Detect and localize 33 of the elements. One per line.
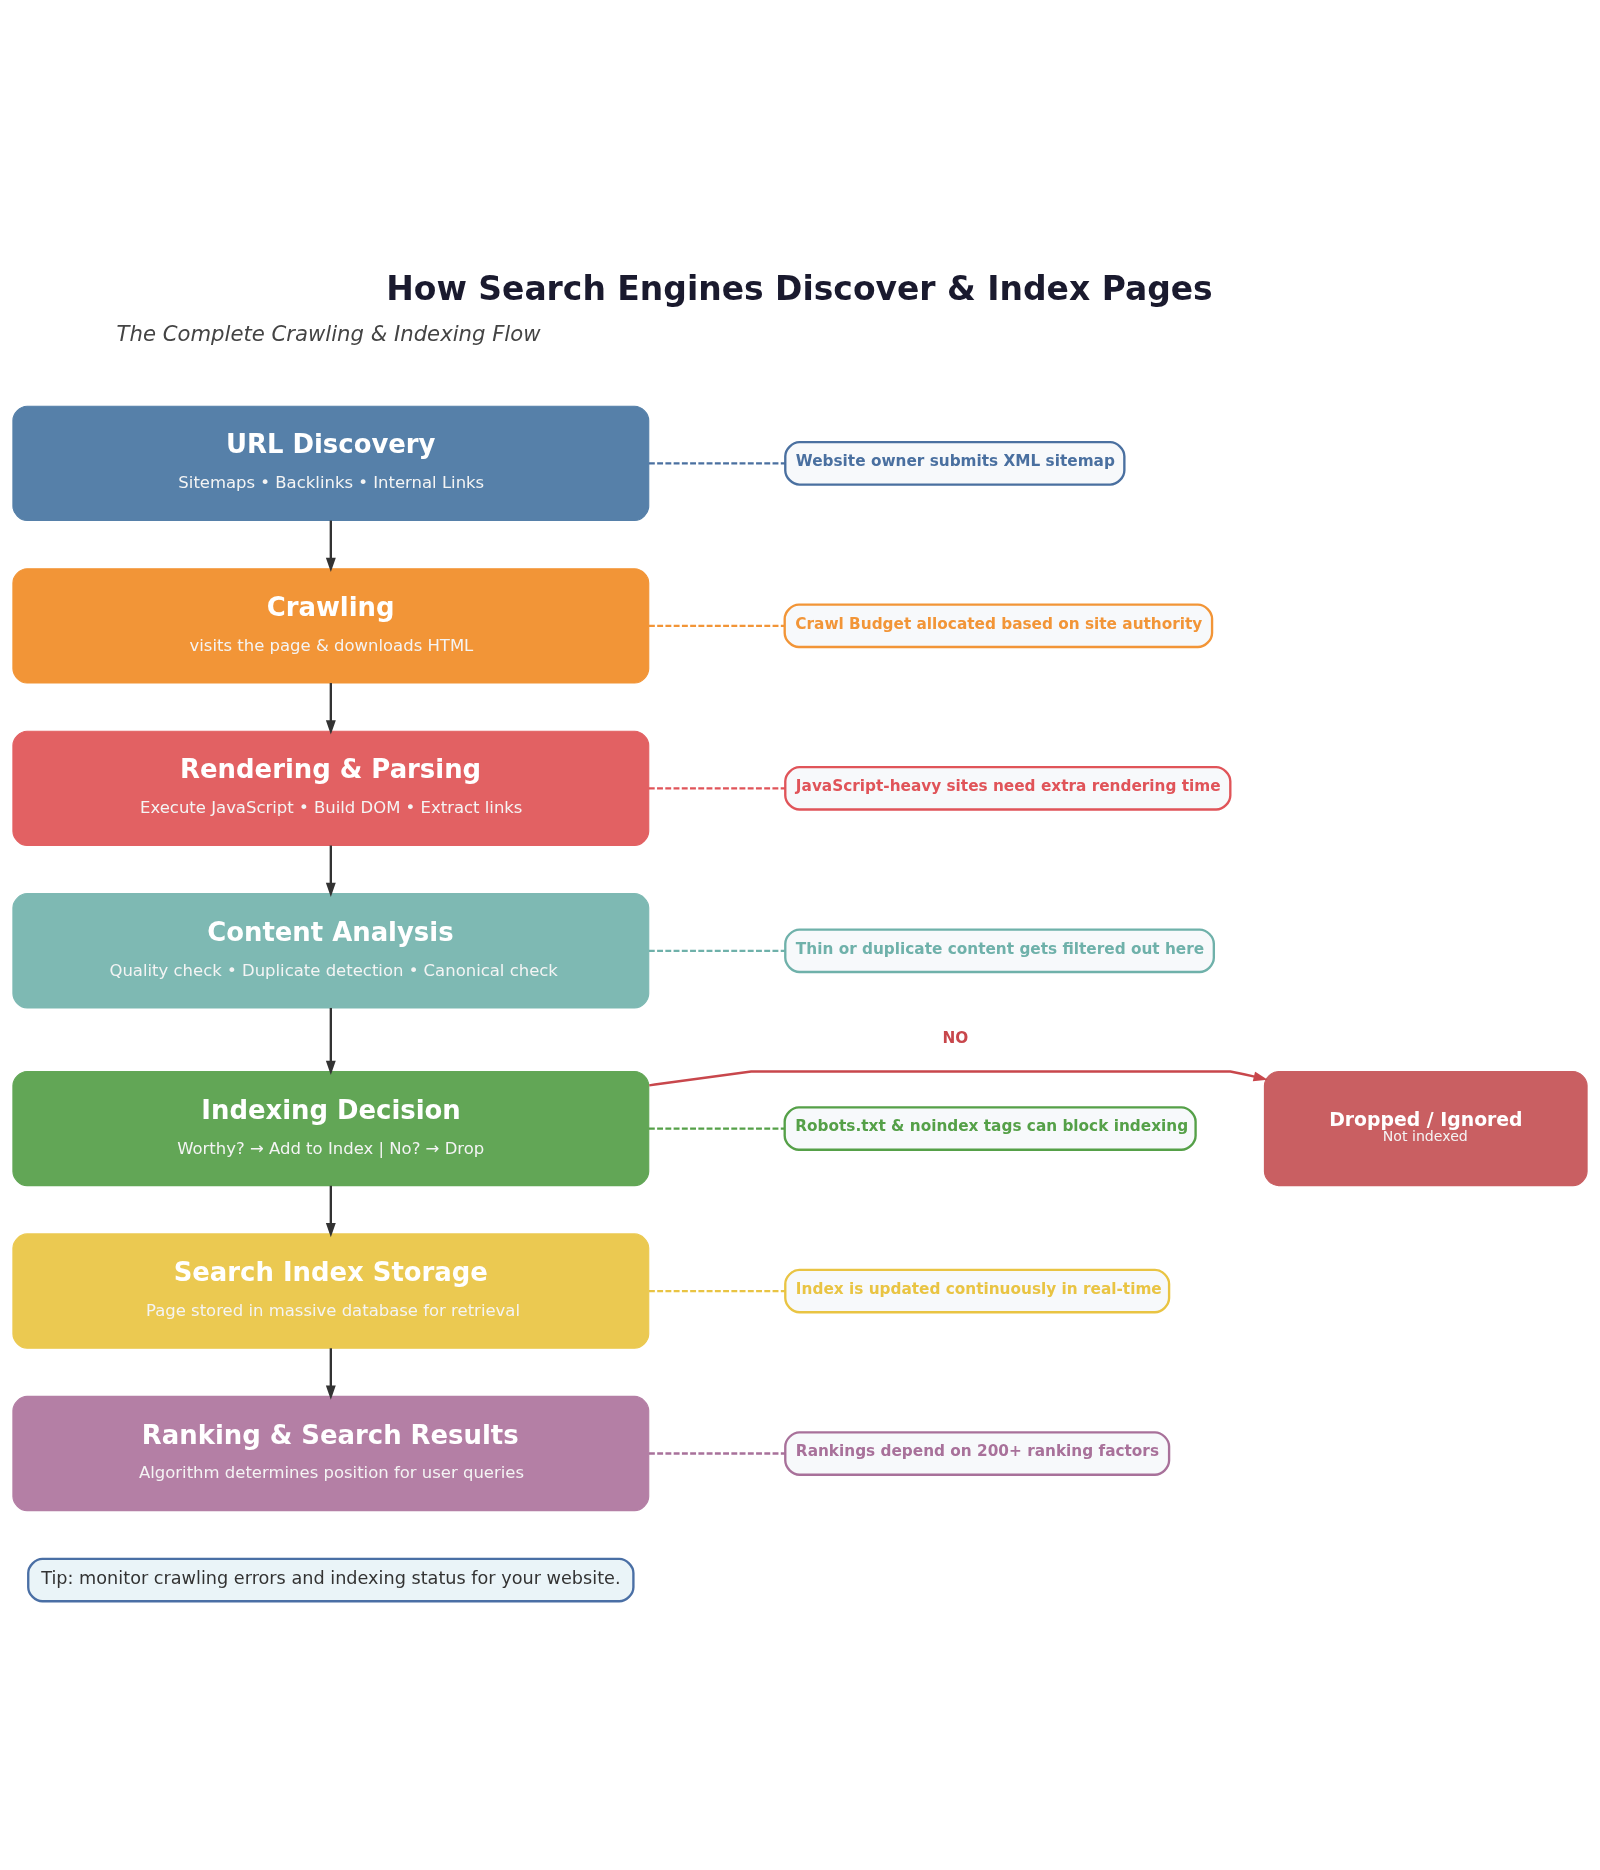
- node-box: Dropped / Ignored Not indexed: [1263, 1070, 1588, 1186]
- label: The Complete Crawling & Indexing Flow: [116, 320, 541, 346]
- node-box: Rankings depend on 200+ ranking factors: [784, 1430, 1171, 1476]
- connector: [648, 624, 785, 627]
- node-box: Robots.txt & noindex tags can block indexing: [783, 1105, 1197, 1151]
- connector: [648, 949, 786, 952]
- node-box: Rendering & Parsing Execute JavaScript • Build DOM • Extract links: [12, 730, 650, 846]
- node-box: URL Discovery Sitemaps • Backlinks • Internal Links: [12, 405, 650, 521]
- connector: [648, 1451, 786, 1455]
- edge-label: NO: [942, 1028, 969, 1047]
- connector: [648, 1126, 785, 1130]
- arrow: [325, 845, 336, 897]
- arrow: [649, 1069, 1268, 1086]
- node-box: Crawling visits the page & downloads HTML: [12, 567, 650, 684]
- node-box: Crawl Budget allocated based on site authority: [783, 603, 1214, 648]
- arrow: [325, 1185, 336, 1237]
- node-box: Indexing Decision Worthy? → Add to Index | No? → Drop: [12, 1070, 650, 1186]
- arrow: [325, 682, 336, 734]
- node-box: Ranking & Search Results Algorithm determines position for user queries: [12, 1395, 650, 1511]
- node-box: JavaScript-heavy sites need extra rendering time: [784, 765, 1232, 811]
- node-box: Website owner submits XML sitemap: [784, 440, 1126, 486]
- node-box: Content Analysis Quality check • Duplicate detection • Canonical check: [12, 892, 650, 1008]
- node-box: Thin or duplicate content gets filtered out here: [784, 927, 1215, 973]
- arrow: [325, 1347, 336, 1400]
- connector: [648, 461, 786, 465]
- connector: [648, 1289, 786, 1292]
- node-box: Tip: monitor crawling errors and indexing status for your website.: [27, 1557, 635, 1602]
- diagram-title: How Search Engines Discover & Index Pages: [386, 268, 1213, 308]
- arrow: [325, 520, 336, 572]
- connector: [648, 786, 786, 789]
- arrow: [325, 1007, 336, 1075]
- node-box: Search Index Storage Page stored in massive database for retrieval: [12, 1232, 650, 1349]
- node-box: Index is updated continuously in real-time: [784, 1268, 1171, 1313]
